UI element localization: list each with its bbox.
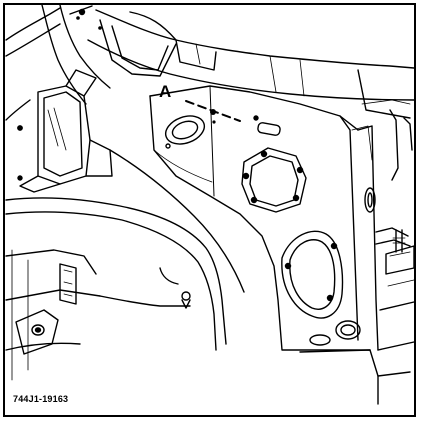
cowl-panel xyxy=(70,6,414,100)
rectangular-cutout xyxy=(242,148,306,212)
wheelhouse-arch xyxy=(6,150,244,380)
bolt-fastener xyxy=(386,230,414,274)
side-pillar xyxy=(340,70,412,350)
oval-access-hole xyxy=(162,111,208,149)
mount-bracket xyxy=(16,310,58,354)
strut-tower-bracket xyxy=(20,70,112,192)
callout-a-cut-line xyxy=(186,101,240,121)
diagram-frame xyxy=(3,3,416,417)
upper-frame-rail xyxy=(6,5,110,180)
lower-sill xyxy=(300,280,414,404)
figure-id-label: 744J1-19163 xyxy=(13,394,69,404)
teardrop-cutout xyxy=(282,231,343,318)
lower-round-hole xyxy=(310,321,360,345)
small-slot xyxy=(254,116,281,136)
inner-panel xyxy=(150,86,370,350)
callout-label-a: A xyxy=(159,82,172,101)
detail-dots xyxy=(76,16,216,124)
